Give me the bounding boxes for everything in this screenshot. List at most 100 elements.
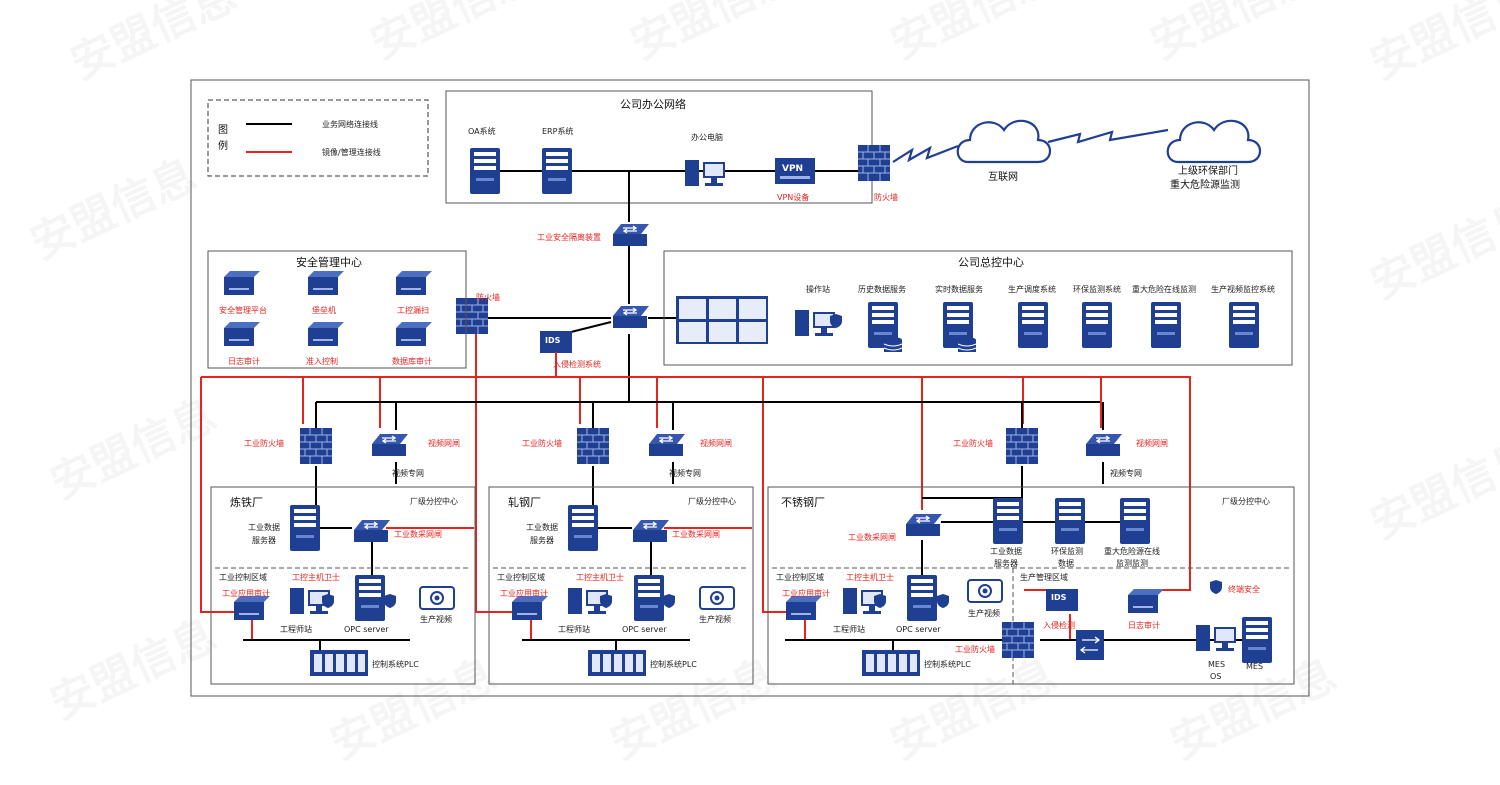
internet-cloud [956,119,1052,164]
plant3-env-server [1055,498,1085,544]
bastion-device [308,271,344,295]
control-item-2: 实时数据服务 [935,284,983,294]
video-gate-plant2-label: 视频网闸 [700,438,732,448]
core-switch [612,305,650,329]
oa-label: OA系统 [468,126,496,136]
plant2-server-label2: 服务器 [530,535,554,545]
plant3-video-label: 生产视频 [968,608,1000,618]
access-control-device [308,322,344,346]
realtime-db-icon [957,336,977,353]
plant3-hazard-server [1120,498,1150,544]
plant3-app-audit-label: 工业应用审计 [782,588,830,598]
plant3-srv1-a: 工业数据 [990,546,1022,556]
plant3-fw-label: 工业防火墙 [955,644,995,654]
plant2-opc-label: OPC server [622,625,667,634]
plant2-video-label: 生产视频 [699,614,731,624]
video-gate-plant2 [648,433,686,457]
plant1-subcenter: 厂级分控中心 [410,496,458,506]
plant-rolling: 轧钢厂 厂级分控中心 工业数据 服务器 工业数采网闸 工业控制区域 工控主机卫士… [488,486,754,685]
svg-text:安盟信息: 安盟信息 [1363,0,1500,90]
office-title: 公司办公网络 [620,97,686,111]
plant1-app-audit [234,596,270,620]
legend-business-line: 业务网络连接线 [322,119,378,129]
plant1-ctrl-area: 工业控制区域 [219,572,267,582]
control-item-5: 重大危险在线监测 [1132,284,1196,294]
video-net-plant2: 视频专网 [669,468,701,478]
plant2-data-server [568,505,598,551]
plant1-host-guard: 工控主机卫士 [292,572,340,582]
core-firewall-label: 防火墙 [476,292,500,302]
plant3-opc-shield-icon [937,594,949,608]
plant-stainless: 不锈钢厂 厂级分控中心 工业数采网闸 工业数据 服务器 环保监测 数据 重大危险… [767,486,1295,685]
plant3-srv2-b: 数据 [1058,558,1074,568]
plant3-opc-server [907,575,937,621]
plant3-plc-label: 控制系统PLC [924,659,971,669]
plant3-prod-switch [1076,630,1104,660]
watermarks: 安盟信息 安盟信息 安盟信息 安盟信息 安盟信息 安盟信息 安盟信息 安盟信息 … [23,0,1500,770]
video-monitor-server [1229,302,1259,348]
security-center: 安全管理中心 安全管理平台 堡垒机 工控漏扫 日志审计 准入控制 数据库审计 [207,250,467,369]
plant1-server-label2: 服务器 [252,535,276,545]
control-item-3: 生产调度系统 [1008,284,1056,294]
svg-text:安盟信息: 安盟信息 [63,0,244,90]
plant2-opc-server [634,575,664,621]
core-firewall [455,297,489,335]
mgmt-platform-device [224,271,260,295]
fw-plant3-label: 工业防火墙 [953,438,993,448]
db-audit-device [396,322,432,346]
erp-label: ERP系统 [542,126,573,136]
security-item-5: 数据库审计 [392,356,432,366]
fw-plant3 [1005,427,1039,465]
plant3-srv1-b: 服务器 [994,558,1018,568]
control-center: 公司总控中心 操作站 历史数据服务 实时数据服务 生产调度系统 环保监测系统 重… [663,250,1293,366]
plant3-subcenter: 厂级分控中心 [1222,496,1270,506]
plant1-opc-shield-icon [384,594,396,608]
plant3-eng-label: 工程师站 [833,624,865,634]
svg-text:安盟信息: 安盟信息 [43,389,224,510]
video-gate-plant1 [371,433,409,457]
plant3-srv3-a: 重大危险源在线 [1104,546,1160,556]
internet-label: 互联网 [988,171,1018,183]
plant3-ids [1046,589,1078,611]
office-firewall [857,144,891,182]
distribution-layer: 工业防火墙 视频网闸 视频专网 工业防火墙 视频网闸 视频专网 工业防火墙 视频… [244,427,1168,478]
plant3-collect-gate [905,513,943,537]
plant3-log-audit [1128,589,1164,613]
log-audit-device [224,322,260,346]
vpn-device [775,158,815,184]
office-network: 公司办公网络 OA系统 ERP系统 办公电脑 VPN VPN设备 防火墙 [445,90,898,222]
security-item-0: 安全管理平台 [219,305,267,315]
plant2-host-guard: 工控主机卫士 [576,572,624,582]
isolation-device [612,223,650,247]
business-lines [243,401,1246,650]
upper-line1: 上级环保部门 [1178,164,1238,177]
core-ids [540,331,572,353]
svg-text:安盟信息: 安盟信息 [623,0,804,70]
plant3-zone-firewall [1001,621,1035,659]
plant1-data-server [290,505,320,551]
control-item-1: 历史数据服务 [858,284,906,294]
svg-text:安盟信息: 安盟信息 [883,0,1064,70]
svg-text:安盟信息: 安盟信息 [363,0,544,70]
plant2-opc-shield-icon [663,594,675,608]
env-monitor-server [1082,302,1112,348]
fw-plant2 [576,427,610,465]
hazard-server [1151,302,1181,348]
plant1-eng-label: 工程师站 [280,624,312,634]
core-ids-badge: IDS [545,336,561,345]
plant3-mes-os-1: MES [1208,660,1225,669]
control-item-6: 生产视频监控系统 [1211,284,1275,294]
isolation-label: 工业安全隔离装置 [537,232,601,242]
security-title: 安全管理中心 [296,255,362,269]
pc-label: 办公电脑 [691,132,723,142]
plant3-ids-badge: IDS [1051,593,1067,602]
security-item-2: 工控漏扫 [397,305,429,315]
plant1-plc [310,650,368,676]
svg-text:安盟信息: 安盟信息 [1363,429,1500,550]
plant2-ctrl-area: 工业控制区域 [497,572,545,582]
video-net-plant1: 视频专网 [392,468,424,478]
plant3-app-audit [786,596,822,620]
plant1-camera-icon [419,586,455,610]
plant1-title: 炼铁厂 [230,495,263,509]
